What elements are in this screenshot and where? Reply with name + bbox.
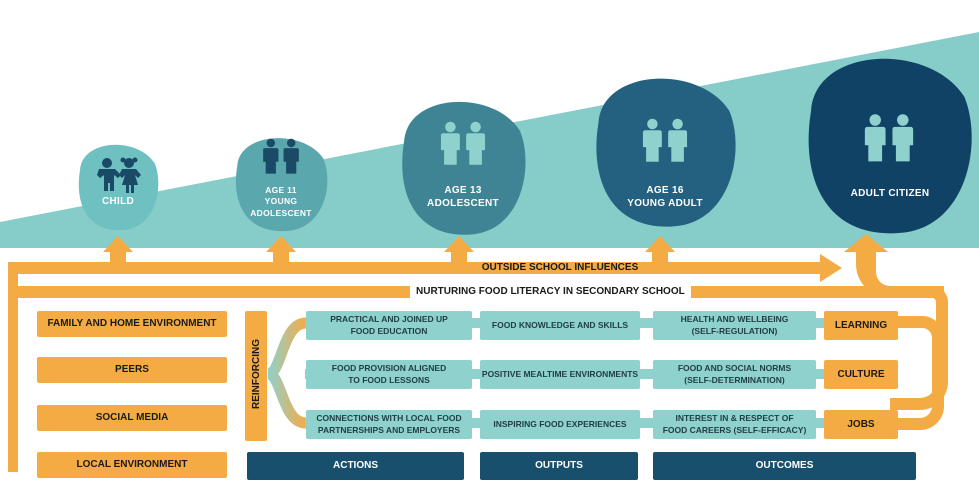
stage-blob-1 [78, 144, 159, 231]
footer-box-outputs [480, 452, 638, 480]
influence-label-2: PEERS [115, 364, 149, 376]
nurturing-label: NURTURING FOOD LITERACY IN SECONDARY SCH… [410, 285, 691, 299]
result-label-1: LEARNING [834, 319, 888, 331]
outcome-label-1: HEALTH AND WELLBEING (SELF-REGULATION) [680, 314, 789, 336]
outside-school-label: OUTSIDE SCHOOL INFLUENCES [481, 262, 639, 274]
result-box-1 [824, 311, 898, 340]
influence-box-3 [37, 405, 227, 431]
outcome-box-3 [653, 410, 816, 439]
reinforcing-box [245, 311, 267, 441]
influence-label-4: LOCAL ENVIRONMENT [76, 459, 188, 471]
arrow-to-adult [844, 234, 948, 410]
output-label-2: POSITIVE MEALTIME ENVIRONMENTS [481, 368, 639, 379]
footer-label-2: OUTPUTS [535, 460, 583, 472]
arrow-to-age-16 [645, 236, 675, 264]
outcome-box-2 [653, 360, 816, 389]
output-box-3 [480, 410, 640, 439]
arrow-to-age-11 [266, 236, 296, 264]
result-box-2 [824, 360, 898, 389]
output-label-1: FOOD KNOWLEDGE AND SKILLS [491, 319, 629, 330]
stage-label-1: CHILD [101, 196, 135, 208]
output-box-1 [480, 311, 640, 340]
result-box-3 [824, 410, 898, 439]
influence-box-4 [37, 452, 227, 478]
result-label-2: CULTURE [837, 368, 885, 380]
footer-box-actions [247, 452, 464, 480]
action-box-3 [306, 410, 472, 439]
children-icon [97, 157, 141, 193]
stage-label-5: ADULT CITIZEN [850, 188, 930, 200]
flow-arrow-head [820, 254, 842, 282]
flow-left-vertical [8, 264, 18, 472]
arrow-to-child [103, 236, 133, 264]
outcome-label-3: INTEREST IN & RESPECT OF FOOD CAREERS (S… [662, 413, 807, 435]
stage-blob-2 [235, 138, 328, 232]
stage-arrows [103, 234, 948, 410]
stage-blob-5 [808, 58, 972, 234]
connector-bottom [266, 368, 308, 429]
results-loop [898, 316, 944, 430]
action-label-3: CONNECTIONS WITH LOCAL FOOD PARTNERSHIPS… [316, 413, 462, 435]
action-box-2 [306, 360, 472, 389]
outcome-box-1 [653, 311, 816, 340]
stage-blob-3 [402, 101, 526, 235]
action-box-1 [306, 311, 472, 340]
action-label-1: PRACTICAL AND JOINED UP FOOD EDUCATION [330, 314, 448, 336]
output-box-2 [480, 360, 640, 389]
footer-label-1: ACTIONS [333, 460, 378, 472]
stage-blobs [78, 58, 972, 235]
influence-box-2 [37, 357, 227, 383]
footer-box-outcomes [653, 452, 916, 480]
reinforcing-connectors [266, 317, 308, 429]
stage-label-3: AGE 13 ADOLESCENT [427, 184, 499, 210]
stage-icons [97, 114, 914, 193]
arrow-to-age-13 [444, 236, 474, 264]
influence-label-3: SOCIAL MEDIA [95, 412, 169, 424]
outcome-label-2: FOOD AND SOCIAL NORMS (SELF-DETERMINATIO… [677, 363, 792, 385]
connector-top [266, 317, 308, 380]
diagram-boxes [37, 311, 916, 480]
influence-box-1 [37, 311, 227, 337]
output-label-3: INSPIRING FOOD EXPERIENCES [493, 418, 627, 429]
stage-label-2: AGE 11 YOUNG ADOLESCENT [250, 184, 312, 218]
flow-top-bar [8, 262, 823, 274]
reinforcing-label: REINFORCING [251, 339, 263, 409]
footer-label-3: OUTCOMES [755, 460, 814, 472]
action-label-2: FOOD PROVISION ALIGNED TO FOOD LESSONS [331, 363, 447, 385]
stage-label-4: AGE 16 YOUNG ADULT [627, 184, 703, 210]
result-label-3: JOBS [847, 418, 875, 430]
influence-label-1: FAMILY AND HOME ENVIRONMENT [47, 318, 217, 330]
stage-blob-4 [596, 78, 736, 227]
